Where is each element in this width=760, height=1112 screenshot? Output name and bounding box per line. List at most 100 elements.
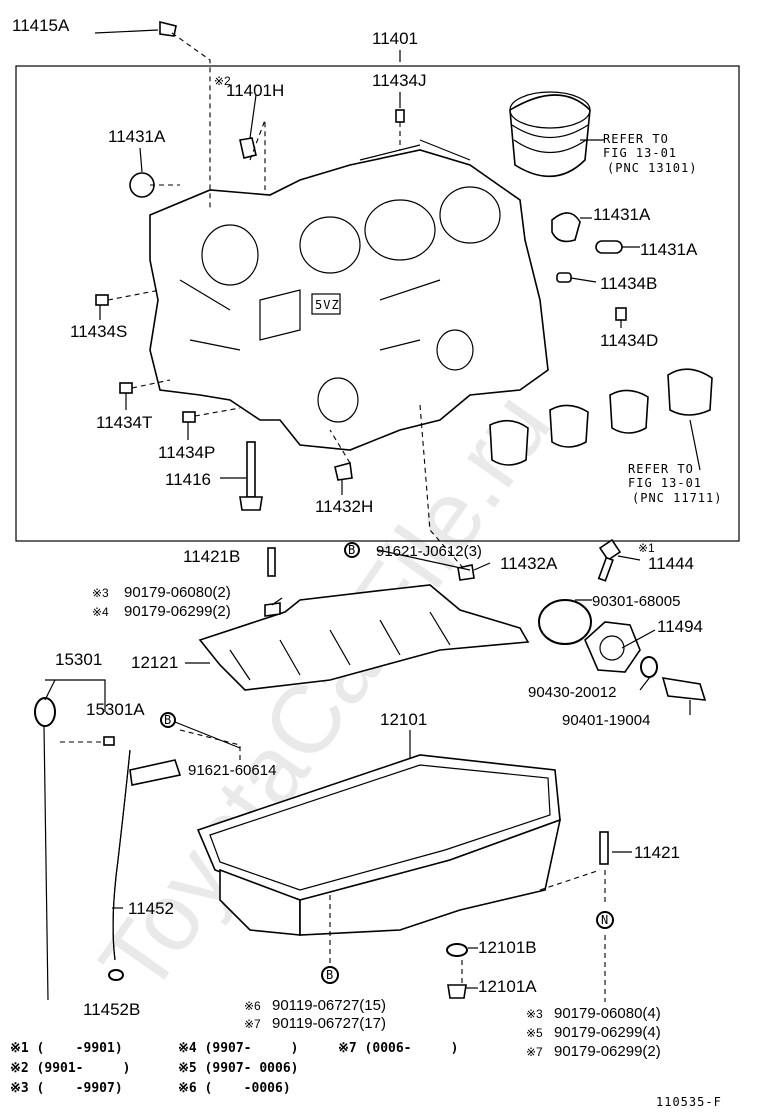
label-11415A: 11415A <box>12 16 70 35</box>
leader-11494 <box>621 629 656 649</box>
diagram-id: 110535-F <box>656 1095 722 1109</box>
leader-15301-b <box>44 679 56 701</box>
label-15301A: 15301A <box>86 700 145 719</box>
label-11401H: 11401H <box>226 81 284 100</box>
plug-11431A-small[interactable] <box>595 240 623 254</box>
mark-2: ※2 <box>214 74 231 88</box>
mark-3-bottom: ※3 <box>526 1007 543 1021</box>
label-90401-19004: 90401-19004 <box>562 712 650 729</box>
label-11421: 11421 <box>634 843 680 862</box>
stud-11421[interactable] <box>599 831 609 865</box>
piston-illustration[interactable] <box>509 91 591 178</box>
legend-2: ※2 (9901- ) <box>10 1061 130 1076</box>
nut-90179[interactable] <box>264 602 281 617</box>
leader-90430 <box>639 676 651 691</box>
oil-pan-baffle-12121[interactable] <box>198 584 530 691</box>
leader-11431A-left <box>139 147 143 173</box>
label-11432H: 11432H <box>315 497 373 516</box>
label-11434J: 11434J <box>372 71 427 90</box>
stud-11421B[interactable] <box>267 547 276 577</box>
mark-6-mid: ※6 <box>244 999 261 1013</box>
guide-tube-11452[interactable] <box>112 749 182 961</box>
bolt-11444[interactable] <box>597 538 622 582</box>
leader-91621J <box>377 549 471 571</box>
label-11452B: 11452B <box>83 1000 140 1019</box>
refer2-line3: (PNC 11711) <box>632 491 722 505</box>
label-11452: 11452 <box>128 899 174 918</box>
label-90179-06299-2: 90179-06299(2) <box>124 603 231 620</box>
refer1-line2: FIG 13-01 <box>603 146 677 160</box>
refer1-line1: REFER TO <box>603 132 669 146</box>
svg-text:B: B <box>326 968 334 982</box>
leader-11444 <box>617 555 641 561</box>
svg-text:B: B <box>164 713 172 727</box>
leader-90179 <box>271 597 283 606</box>
gasket-90430[interactable] <box>640 656 658 678</box>
label-12101B: 12101B <box>478 938 537 957</box>
filter-bracket-11494[interactable] <box>584 621 641 673</box>
label-11434S: 11434S <box>70 322 127 341</box>
circle-b-91621-6: B <box>160 712 176 728</box>
plug-11401H[interactable] <box>239 137 257 159</box>
plug-11415A[interactable] <box>159 20 177 37</box>
o-ring-90301[interactable] <box>538 599 592 645</box>
plug-11434T[interactable] <box>119 382 133 394</box>
mark-3-top: ※3 <box>92 586 109 600</box>
label-11431A-s: 11431A <box>640 240 698 259</box>
bolt-11416[interactable] <box>239 441 263 511</box>
mark-5-bottom: ※5 <box>526 1026 543 1040</box>
legend-7: ※7 (0006- ) <box>338 1041 458 1056</box>
mark-4-top: ※4 <box>92 605 109 619</box>
leader-15301 <box>45 679 106 712</box>
mark-7-mid: ※7 <box>244 1017 261 1031</box>
label-90179-06299-4: 90179-06299(4) <box>554 1024 661 1041</box>
label-91621-60614: 91621-60614 <box>188 762 276 779</box>
mark-1: ※1 <box>638 541 655 555</box>
plug-11431A-right[interactable] <box>551 212 581 243</box>
circle-b-91621J: B <box>344 542 360 558</box>
label-11416: 11416 <box>165 470 211 489</box>
crank-bearings[interactable] <box>489 368 713 466</box>
label-12121: 12121 <box>131 653 178 672</box>
leader-11432A <box>473 562 491 571</box>
svg-text:B: B <box>348 543 356 557</box>
label-90119-06727-17: 90119-06727(17) <box>272 1015 386 1032</box>
leader-11415A <box>94 29 159 34</box>
plug-11434J[interactable] <box>395 109 405 123</box>
dipstick-15301[interactable] <box>34 697 56 1001</box>
label-11444: 11444 <box>648 554 694 573</box>
legend-1: ※1 ( -9901) <box>10 1041 123 1056</box>
oil-pan-12101[interactable] <box>196 754 562 936</box>
leader-91621-6 <box>174 721 241 749</box>
label-11434D: 11434D <box>600 331 658 350</box>
cylinder-block-illustration[interactable]: 5VZ <box>149 139 549 451</box>
leader-refer2 <box>689 419 701 471</box>
label-90119-06727-15: 90119-06727(15) <box>272 997 386 1014</box>
plug-11434P[interactable] <box>182 411 196 423</box>
plug-11432H[interactable] <box>334 461 353 481</box>
gasket-12101B[interactable] <box>446 943 468 957</box>
plug-11432A[interactable] <box>457 564 475 581</box>
label-90430-20012: 90430-20012 <box>528 684 616 701</box>
svg-text:N: N <box>601 913 609 927</box>
label-90301-68005: 90301-68005 <box>592 593 680 610</box>
legend-6: ※6 ( -0006) <box>178 1081 291 1096</box>
drain-plug-12101A[interactable] <box>447 984 467 999</box>
legend-3: ※3 ( -9907) <box>10 1081 123 1096</box>
label-15301: 15301 <box>55 650 102 669</box>
label-90179-06080-4: 90179-06080(4) <box>554 1005 661 1022</box>
union-bolt-90401[interactable] <box>661 677 707 701</box>
legend-4: ※4 (9907- ) <box>178 1041 298 1056</box>
plug-11434B[interactable] <box>556 272 572 283</box>
label-12101A: 12101A <box>478 977 537 996</box>
label-91621-J0612: 91621-J0612(3) <box>376 543 482 560</box>
plug-11434D[interactable] <box>615 307 627 321</box>
refer2-line2: FIG 13-01 <box>628 476 702 490</box>
plug-11434S[interactable] <box>95 294 109 306</box>
ring-15301A[interactable] <box>103 736 115 746</box>
label-11431A-r: 11431A <box>593 205 651 224</box>
label-11434P: 11434P <box>158 443 215 462</box>
label-90179-06299-2b: 90179-06299(2) <box>554 1043 661 1060</box>
label-11432A: 11432A <box>500 554 558 573</box>
o-ring-11452B[interactable] <box>108 969 124 981</box>
